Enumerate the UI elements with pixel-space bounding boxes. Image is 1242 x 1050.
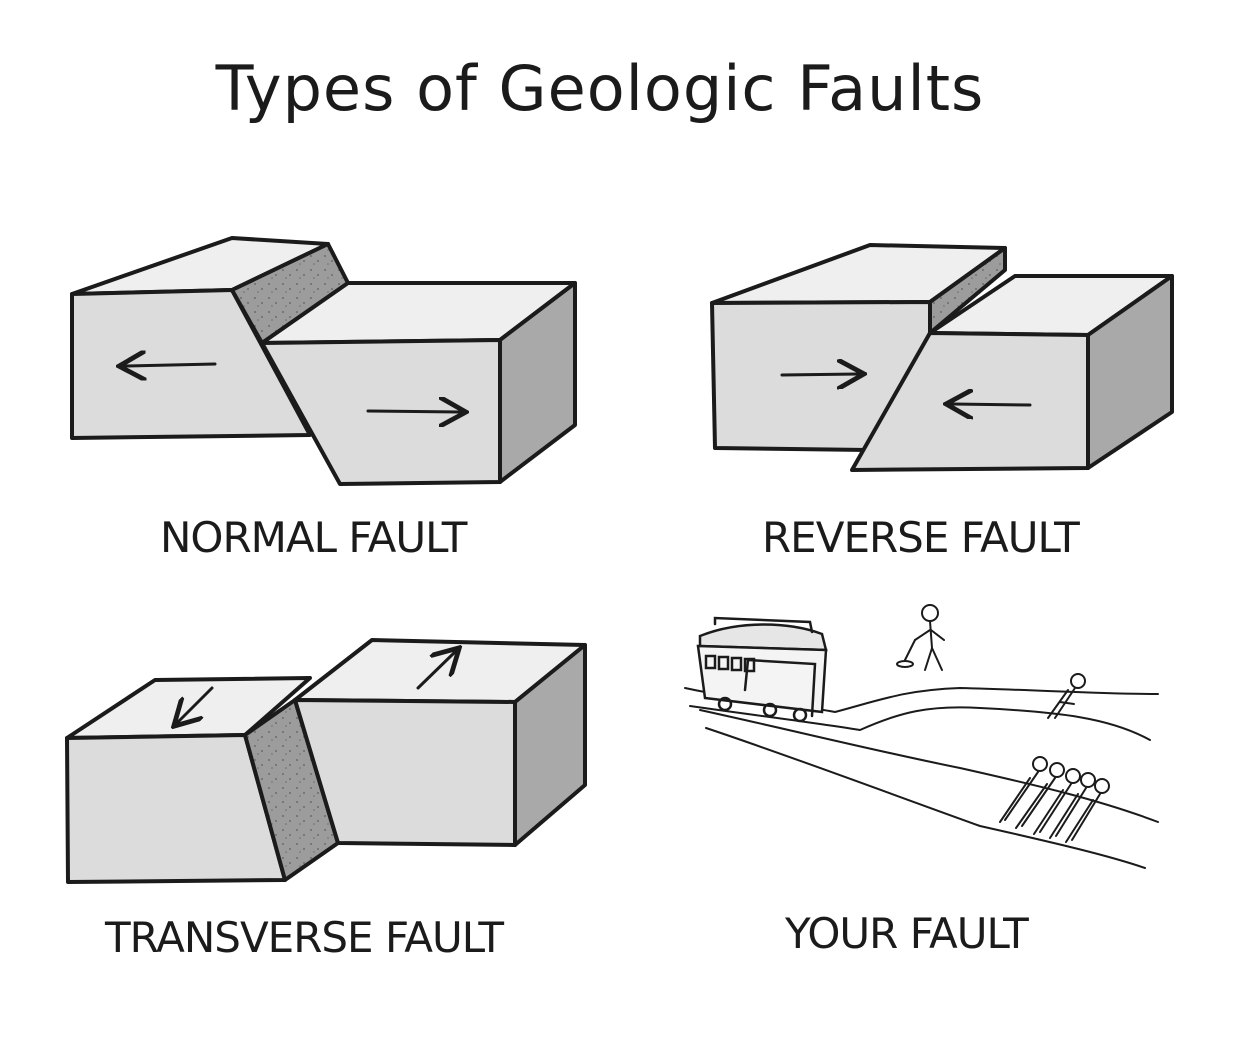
your-fault-label: YOUR FAULT	[784, 909, 1029, 958]
normal-fault-label: NORMAL FAULT	[160, 513, 468, 562]
arrow-down-left-icon	[178, 686, 214, 722]
reverse-fault-label: REVERSE FAULT	[762, 513, 1080, 562]
arrow-left-icon	[125, 364, 217, 366]
person-at-lever	[896, 604, 945, 671]
five-people-on-lower-track	[999, 756, 1110, 843]
reverse-fault-block	[710, 243, 1174, 472]
normal-fault-block	[70, 236, 577, 486]
trolley-wheel	[717, 696, 733, 712]
trolley-wheel	[762, 702, 778, 718]
arrow-right-icon	[366, 411, 460, 412]
arrow-left-icon	[952, 404, 1032, 405]
arrow-up-right-icon	[416, 652, 455, 690]
transverse-fault-block	[65, 638, 587, 884]
trolley-window	[704, 654, 717, 670]
upper-track-rail	[689, 705, 1151, 741]
person-on-upper-track	[1047, 673, 1086, 719]
arrow-right-icon	[780, 374, 858, 375]
trolley-window	[743, 657, 756, 673]
trolley-window	[717, 655, 730, 671]
trolley	[696, 616, 828, 723]
trolley-wheel	[792, 707, 808, 723]
diagram-title: Types of Geologic Faults	[215, 52, 985, 125]
transverse-fault-label: TRANSVERSE FAULT	[104, 913, 504, 962]
trolley-window	[730, 656, 743, 672]
trolley-problem-scene	[684, 604, 1159, 869]
lower-track	[699, 709, 1159, 823]
lower-track-rail	[705, 727, 1146, 869]
